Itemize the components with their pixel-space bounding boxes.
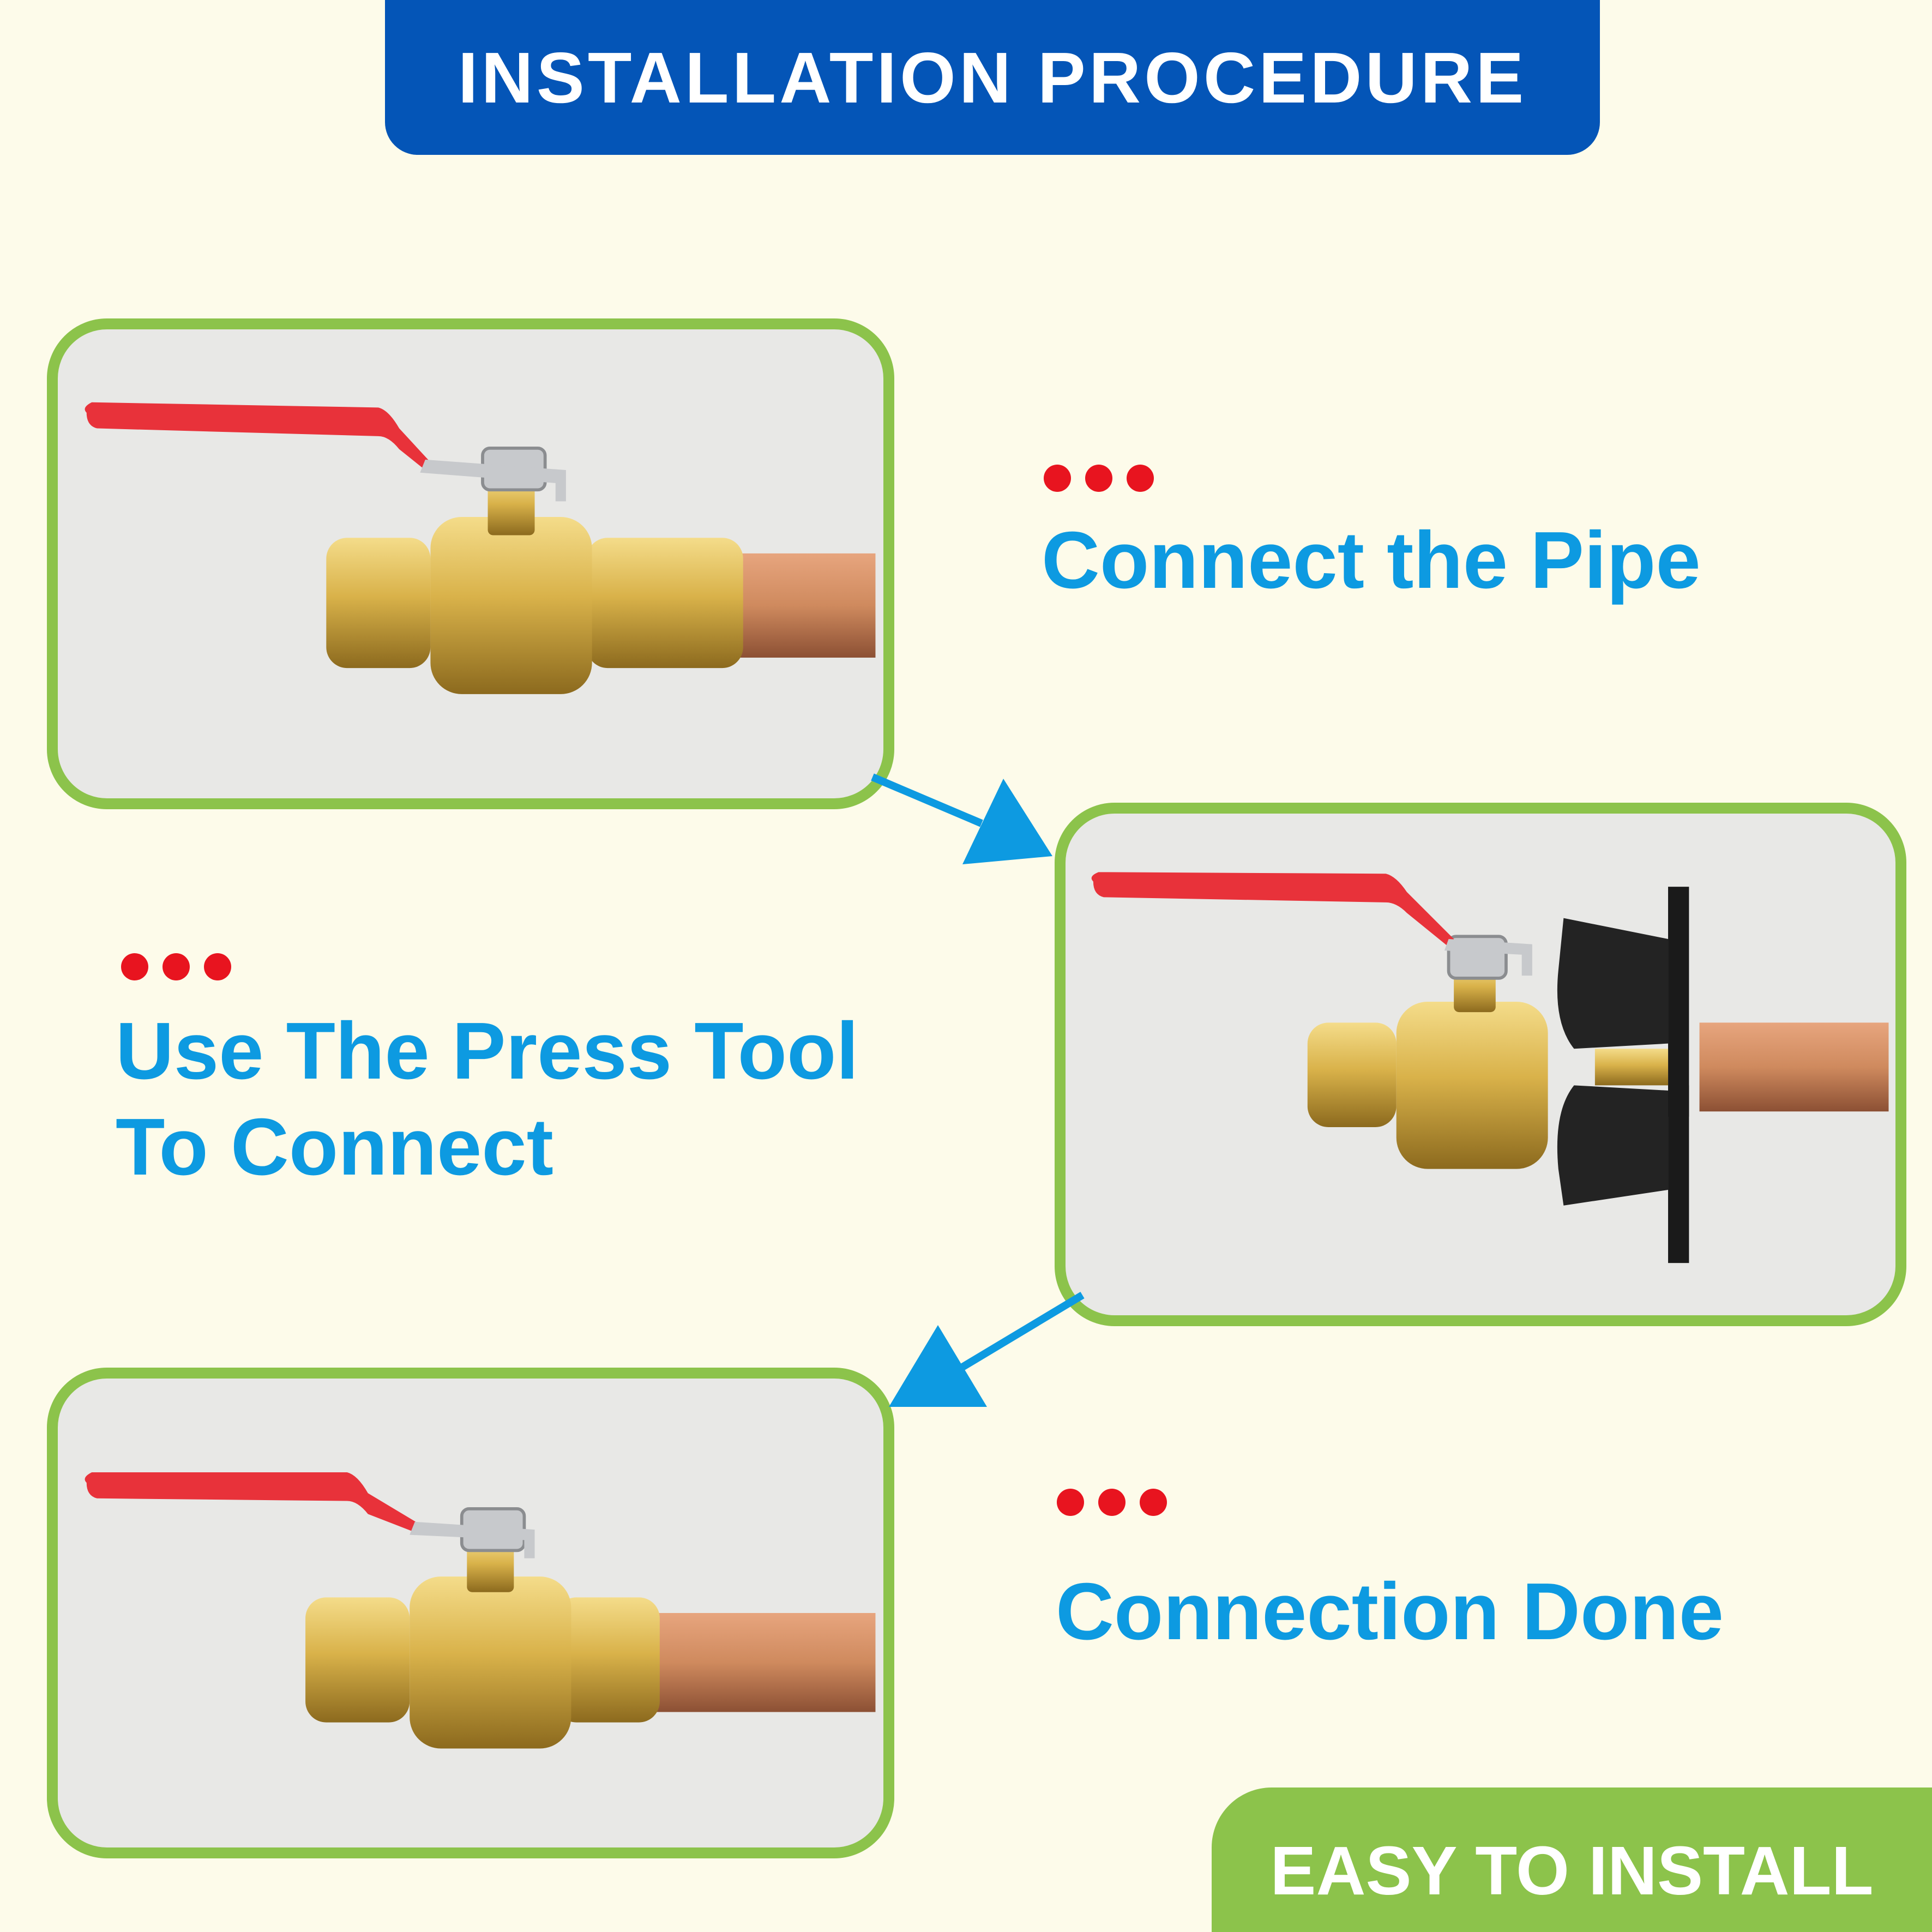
step-1-label: Connect the Pipe [1042, 515, 1701, 605]
bullet-dots-icon [121, 953, 231, 980]
bullet-dots-icon [1044, 465, 1154, 492]
step-1-image [47, 318, 894, 809]
arrow-step1-to-step2-icon [871, 773, 1052, 864]
arrow-step2-to-step3-icon [889, 1291, 1085, 1407]
valve-icon [85, 402, 876, 694]
step-2-label-line-2: To Connect [116, 1102, 553, 1192]
step-2-label: Use The Press Tool To Connect [116, 1003, 859, 1195]
valve-icon [85, 1472, 876, 1749]
bullet-dots-icon [1057, 1489, 1167, 1516]
step-2-image [1055, 803, 1906, 1326]
press-tool-icon [1091, 872, 1889, 1263]
step-3-label: Connection Done [1056, 1567, 1724, 1657]
easy-to-install-badge: EASY TO INSTALL [1212, 1787, 1932, 1932]
title-banner: INSTALLATION PROCEDURE [385, 0, 1600, 155]
step-3-image [47, 1368, 894, 1858]
badge-label: EASY TO INSTALL [1270, 1832, 1874, 1909]
page-title: INSTALLATION PROCEDURE [458, 37, 1527, 118]
step-2-label-line-1: Use The Press Tool [116, 1006, 859, 1096]
